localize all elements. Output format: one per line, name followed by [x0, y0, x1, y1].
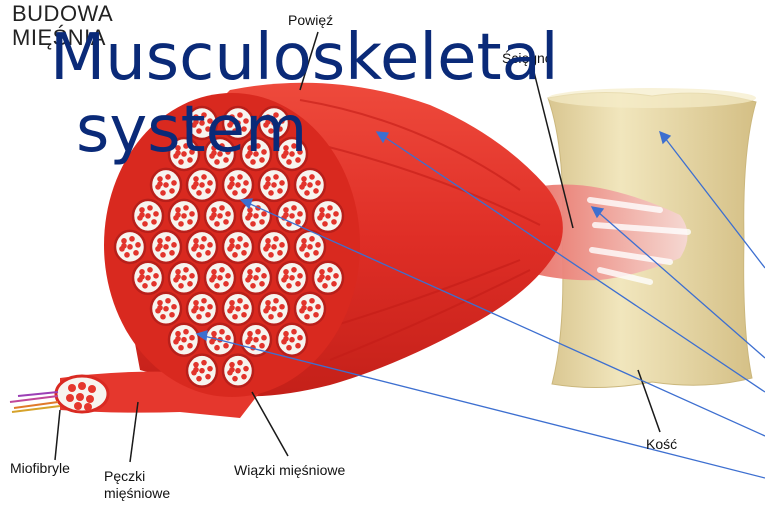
fascicle-cross-section — [187, 231, 217, 263]
fascicle-cross-section — [241, 324, 271, 356]
fascicle-cross-section — [241, 262, 271, 294]
label-fascicles: Wiązki mięśniowe — [234, 462, 345, 479]
slide-title-line1: Musculoskeletal — [50, 22, 750, 94]
label-myofibrils: Miofibryle — [10, 460, 70, 477]
pointer-myofibrils — [55, 410, 60, 460]
fascicle-cross-section — [295, 169, 325, 201]
fascicle-cross-section — [151, 169, 181, 201]
fascicle-cross-section — [223, 355, 253, 387]
fascicle-cross-section — [259, 293, 289, 325]
fascicle-cross-section — [259, 169, 289, 201]
fascicle-cross-section — [115, 231, 145, 263]
slide-title: Musculoskeletal system — [50, 22, 750, 166]
label-bundles-line2: mięśniowe — [104, 485, 170, 502]
fascicle-cross-section — [133, 200, 163, 232]
fascicle-cross-section — [187, 355, 217, 387]
fascicle-cross-section — [259, 231, 289, 263]
label-bone: Kość — [646, 436, 677, 453]
fascicle-cross-section — [277, 324, 307, 356]
fascicle-cross-section — [169, 324, 199, 356]
fascicle-cross-section — [205, 200, 235, 232]
fascicle-cross-section — [223, 231, 253, 263]
fascicle-cross-section — [295, 293, 325, 325]
label-bundles-line1: Pęczki — [104, 468, 170, 485]
fascicle-cross-section — [205, 262, 235, 294]
fascicle-cross-section — [223, 293, 253, 325]
fascicle-cross-section — [313, 262, 343, 294]
fascicle-cross-section — [187, 169, 217, 201]
fascicle-cross-section — [313, 200, 343, 232]
label-bundles: Pęczki mięśniowe — [104, 468, 170, 502]
fascicle-cross-section — [169, 200, 199, 232]
fascicle-cross-section — [151, 231, 181, 263]
fascicle-cross-section — [187, 293, 217, 325]
slide-title-line2: system — [50, 94, 750, 166]
fascicle-cross-section — [223, 169, 253, 201]
fascicle-cross-section — [277, 262, 307, 294]
fascicle-cross-section — [151, 293, 181, 325]
pointer-fascicles — [252, 392, 288, 456]
fascicle-cross-section — [133, 262, 163, 294]
fascicle-cross-section — [169, 262, 199, 294]
